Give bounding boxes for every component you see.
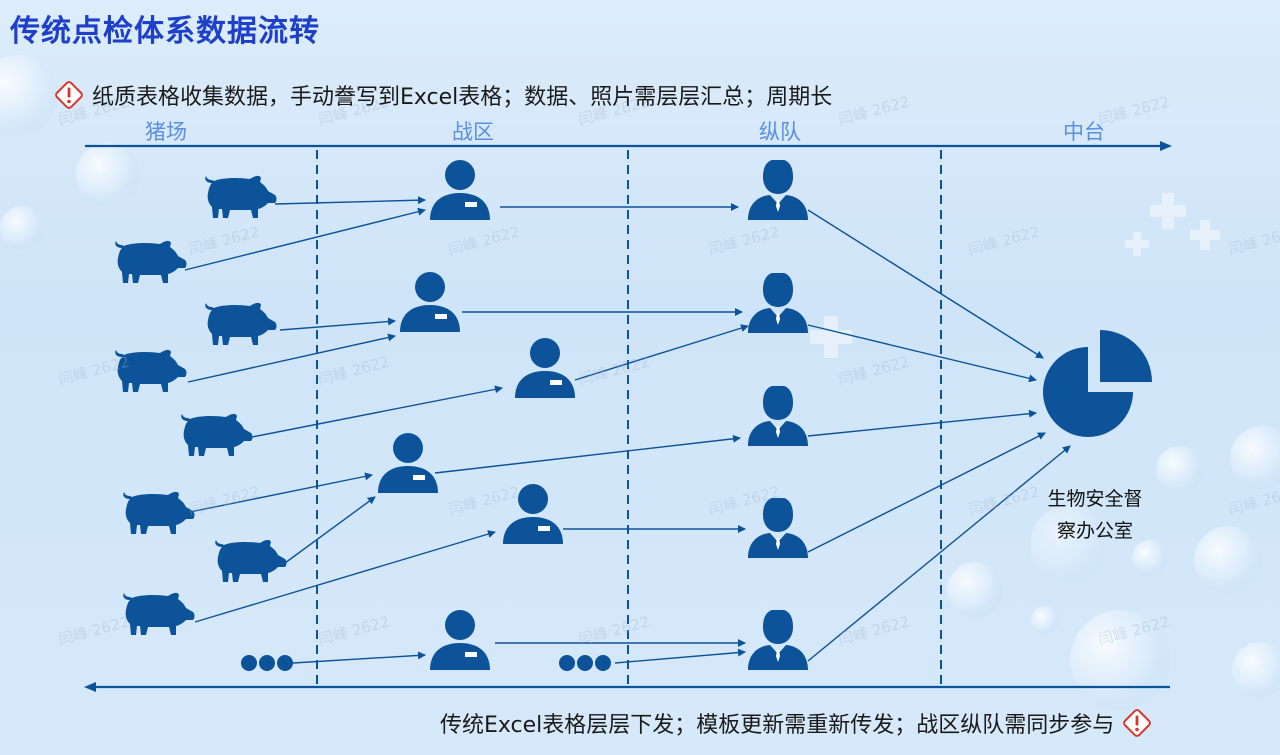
- destination-label: 生物安全督 察办公室: [1047, 483, 1142, 547]
- svg-text:闫峰 2622: 闫峰 2622: [576, 353, 651, 389]
- officer-icon: [748, 273, 808, 333]
- svg-text:闫峰 2622: 闫峰 2622: [186, 483, 261, 519]
- officer-icon: [748, 386, 808, 446]
- pig-icon: [123, 491, 195, 534]
- column-label-central: 中台: [1063, 120, 1105, 144]
- svg-text:闫峰 2622: 闫峰 2622: [1096, 93, 1171, 129]
- bottom-note: 传统Excel表格层层下发；模板更新需重新传发；战区纵队需同步参与: [440, 706, 1154, 740]
- warning-icon: [1122, 707, 1153, 739]
- svg-text:闫峰 2622: 闫峰 2622: [446, 223, 521, 259]
- destination-line-1: 生物安全督: [1047, 488, 1143, 510]
- pig-farm-column: [115, 175, 293, 671]
- svg-text:闫峰 2622: 闫峰 2622: [836, 93, 911, 129]
- officer-icon: [748, 160, 808, 220]
- person-icon: [400, 272, 460, 332]
- bottom-axis-arrow: [84, 682, 1170, 692]
- person-icon: [378, 433, 438, 493]
- column-label-corps: 纵队: [759, 120, 801, 144]
- person-icon: [430, 610, 490, 670]
- ellipsis-icon: [241, 655, 293, 671]
- svg-text:闫峰 2622: 闫峰 2622: [966, 223, 1041, 259]
- bottom-note-text: 传统Excel表格层层下发；模板更新需重新传发；战区纵队需同步参与: [440, 713, 1115, 738]
- svg-text:闫峰 2622: 闫峰 2622: [706, 223, 781, 259]
- pie-chart-icon: [1043, 330, 1152, 437]
- svg-text:闫峰 2622: 闫峰 2622: [966, 483, 1041, 519]
- top-note-text: 纸质表格收集数据，手动誊写到Excel表格；数据、照片需层层汇总；周期长: [92, 85, 833, 110]
- ellipsis-icon: [559, 655, 611, 671]
- svg-text:闫峰 2622: 闫峰 2622: [836, 613, 911, 649]
- svg-text:闫峰 2622: 闫峰 2622: [446, 483, 521, 519]
- column-dividers: [316, 150, 942, 684]
- person-icon: [430, 160, 490, 220]
- page-title: 传统点检体系数据流转: [10, 14, 320, 49]
- svg-text:闫峰 2622: 闫峰 2622: [316, 613, 391, 649]
- person-icon: [515, 338, 575, 398]
- pig-icon: [205, 302, 277, 345]
- column-label-district: 战区: [452, 120, 494, 144]
- top-note: 纸质表格收集数据，手动誊写到Excel表格；数据、照片需层层汇总；周期长: [52, 78, 832, 112]
- background-bubbles: [0, 55, 1280, 710]
- column-label-pig-farm: 猪场: [145, 120, 187, 144]
- pig-icon: [205, 175, 277, 218]
- background-crosses: [810, 193, 1220, 358]
- officer-icon: [748, 610, 808, 670]
- svg-text:闫峰 2622: 闫峰 2622: [56, 353, 131, 389]
- flow-arrows: [184, 196, 1071, 664]
- svg-text:闫峰 2622: 闫峰 2622: [1226, 223, 1280, 259]
- pig-icon: [215, 539, 287, 582]
- svg-text:闫峰 2622: 闫峰 2622: [316, 353, 391, 389]
- pig-icon: [181, 413, 253, 456]
- pig-icon: [115, 240, 187, 283]
- svg-text:闫峰 2622: 闫峰 2622: [56, 613, 131, 649]
- pig-icon: [123, 592, 195, 635]
- svg-text:闫峰 2622: 闫峰 2622: [836, 353, 911, 389]
- district-column: [378, 160, 611, 671]
- warning-icon: [53, 79, 85, 111]
- destination-line-2: 察办公室: [1056, 520, 1134, 542]
- top-axis-arrow: [85, 141, 1172, 151]
